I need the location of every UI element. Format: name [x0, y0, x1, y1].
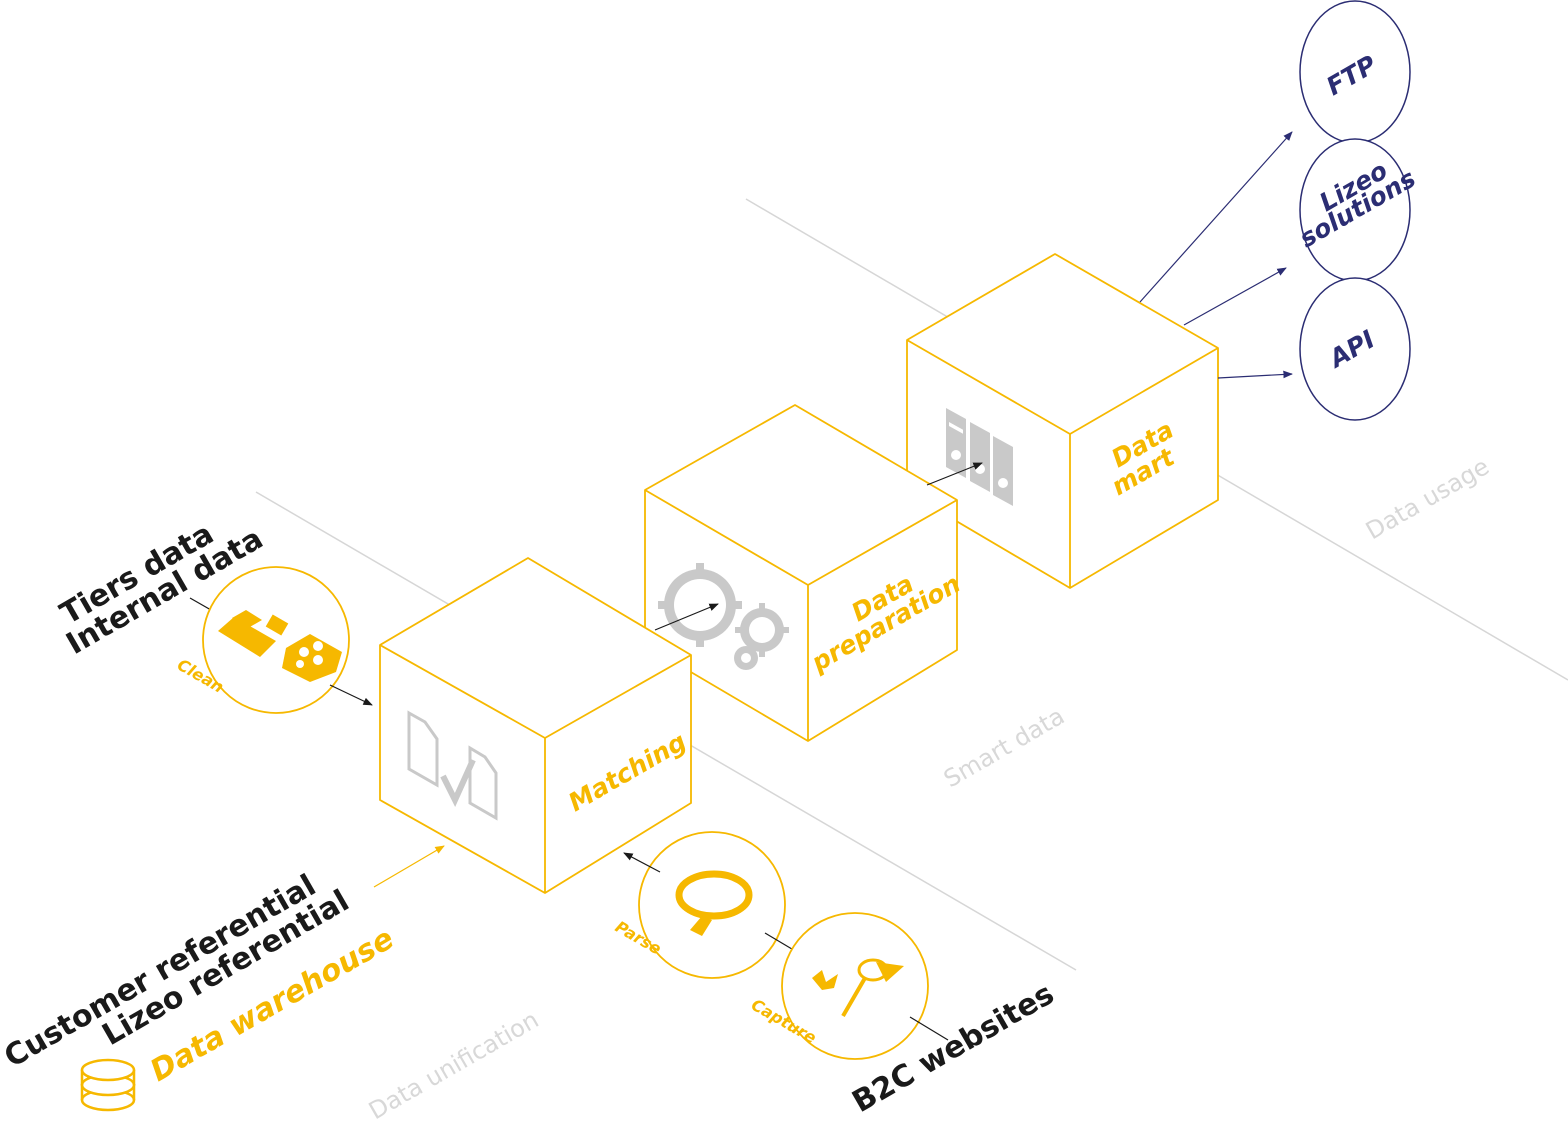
gears-icon	[658, 563, 789, 670]
arrow-mart-to-ftp	[1139, 131, 1293, 303]
arrow-clean-to-matching	[329, 684, 373, 706]
zone-label-smart-data: Smart data	[939, 702, 1069, 793]
butterfly-net-icon	[812, 958, 904, 1018]
connector-capture-to-b2c	[909, 1016, 949, 1041]
output-api: API	[1299, 277, 1411, 421]
step-clean	[202, 566, 350, 714]
zone-label-data-usage: Data usage	[1361, 452, 1494, 545]
step-parse	[638, 831, 786, 979]
arrow-warehouse-to-matching	[373, 845, 445, 888]
server-rack-icon	[946, 408, 1013, 506]
magnifier-icon	[675, 870, 753, 936]
zone-label-data-unification: Data unification	[364, 1005, 543, 1125]
brush-icon	[218, 610, 289, 657]
source-label-customer-referential: Customer referential	[0, 868, 322, 1075]
arrow-parse-to-matching	[623, 852, 661, 873]
arrow-preparation-to-mart	[926, 462, 983, 486]
document-matching-icon	[407, 710, 498, 821]
arrow-mart-to-api	[1217, 370, 1293, 379]
cube-data-preparation: Data preparation	[644, 404, 965, 742]
database-icon	[80, 1058, 136, 1112]
sponge-icon	[282, 634, 342, 682]
output-lizeo-solutions: Lizeo solutions	[1295, 138, 1421, 282]
arrow-mart-to-lizeo	[1183, 267, 1287, 326]
arrow-matching-to-preparation	[654, 603, 719, 631]
step-capture	[781, 912, 929, 1060]
output-ftp: FTP	[1299, 0, 1411, 144]
cube-matching: Matching	[379, 557, 692, 894]
cube-data-mart: Data mart	[906, 253, 1219, 589]
